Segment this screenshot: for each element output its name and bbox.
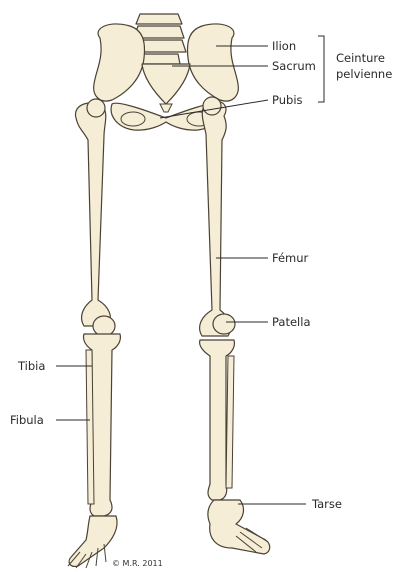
copyright-credit: © M.R. 2011 xyxy=(112,559,163,568)
label-ceinture-line1: Ceinture xyxy=(336,51,385,65)
label-tibia: Tibia xyxy=(17,359,45,373)
label-pubis: Pubis xyxy=(272,93,303,107)
label-patella: Patella xyxy=(272,315,311,329)
left-leg xyxy=(68,99,120,568)
ceinture-bracket xyxy=(318,36,324,102)
label-tarse: Tarse xyxy=(311,497,342,511)
label-femur: Fémur xyxy=(272,251,309,265)
label-fibula: Fibula xyxy=(10,413,44,427)
label-sacrum: Sacrum xyxy=(272,59,316,73)
label-ceinture-line2: pelvienne xyxy=(336,67,392,81)
right-leg xyxy=(200,97,270,554)
label-ilion: Ilion xyxy=(272,39,296,53)
